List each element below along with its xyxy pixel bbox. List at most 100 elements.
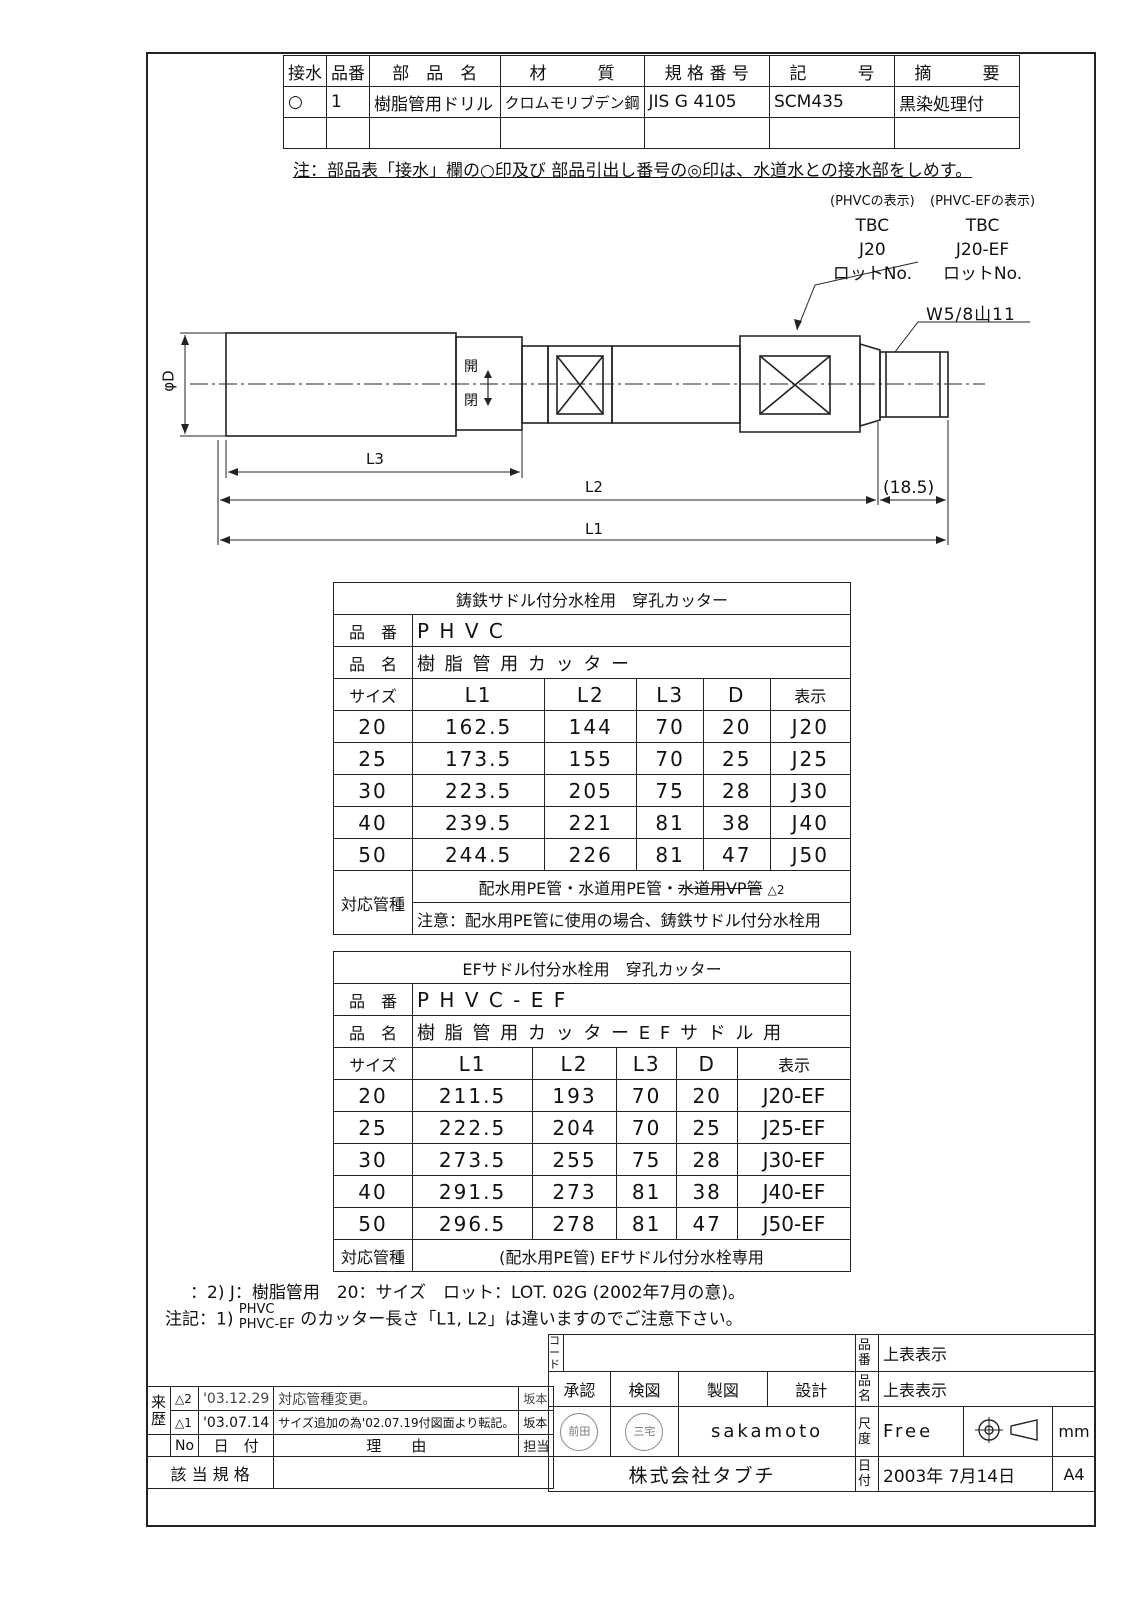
hinmei-label: 品名 xyxy=(855,1371,879,1407)
parts-cell: 1 xyxy=(326,86,370,118)
note-1-prefix: 注記：1) xyxy=(165,1309,234,1330)
table-cell: 40 xyxy=(333,1175,413,1208)
table-cell xyxy=(283,117,327,149)
date-value: 2003年 7月14日 xyxy=(878,1456,1053,1492)
table-cell: 30 xyxy=(333,774,413,807)
revision-no: △1 xyxy=(170,1410,200,1435)
table-cell: 28 xyxy=(702,774,771,807)
note-top: 注：部品表「接水」欄の○印及び 部品引出し番号の◎印は、水道水との接水部をしめす… xyxy=(293,161,973,181)
standard-label: 該 当 規 格 xyxy=(145,1456,275,1489)
table-cell xyxy=(273,1456,555,1489)
code-label: コード xyxy=(548,1334,564,1372)
table-cell: 20 xyxy=(702,710,771,743)
note-2: ：2) J：樹脂管用 20：サイズ ロット：LOT. 02G (2002年7月の… xyxy=(190,1283,745,1303)
table2-title: EFサドル付分水栓用 穿孔カッター xyxy=(333,951,851,984)
table1-pipe-line1: 配水用PE管・水道用PE管・水道用VP管 △2 xyxy=(412,870,851,903)
revision-reason: サイズ追加の為'02.07.19付図面より転記。 xyxy=(273,1410,520,1435)
table2-col: サイズ xyxy=(333,1047,413,1080)
table-cell: 70 xyxy=(636,710,704,743)
table1-col: サイズ xyxy=(333,678,413,711)
pipe-types-struck: 水道用VP管 xyxy=(677,878,763,898)
table-cell: 222.5 xyxy=(411,1111,534,1144)
parts-header-cell: 品番 xyxy=(326,55,370,87)
table-cell: 244.5 xyxy=(411,838,546,871)
table-cell: 155 xyxy=(544,742,638,775)
table-cell: 273.5 xyxy=(411,1143,534,1176)
table1-hinmei-label: 品 名 xyxy=(333,646,413,679)
marking-line: J20-EF xyxy=(955,240,1010,260)
dim-18-5: (18.5) xyxy=(883,478,935,498)
table-cell: 70 xyxy=(615,1111,678,1144)
revision-triangle-icon: △2 xyxy=(767,882,785,897)
table-cell: 221 xyxy=(544,806,638,839)
revision-label: 来歴 xyxy=(145,1386,172,1435)
table-cell: 40 xyxy=(333,806,413,839)
table-cell: 25 xyxy=(676,1111,738,1144)
table-cell: 70 xyxy=(636,742,704,775)
table1-col: L2 xyxy=(544,678,638,711)
note-1-model-b: PHVC-EF xyxy=(238,1317,295,1332)
marking-line: ロットNo. xyxy=(832,264,912,284)
table-cell: 255 xyxy=(532,1143,617,1176)
table-cell: 81 xyxy=(615,1175,678,1208)
table2-col: L2 xyxy=(532,1047,617,1080)
table-cell: 47 xyxy=(702,838,771,871)
table1-hinmei: 樹 脂 管 用 カ ッ タ ー xyxy=(412,646,851,679)
table2-col: L1 xyxy=(411,1047,534,1080)
company-name: 株式会社タブチ xyxy=(548,1456,856,1492)
table2-hinban: P H V C - E F xyxy=(412,983,851,1016)
thread-label: W5/8山11 xyxy=(926,305,1016,325)
table-cell: 278 xyxy=(532,1207,617,1240)
paper-size: A4 xyxy=(1052,1456,1096,1492)
table-cell: 50 xyxy=(333,1207,413,1240)
projection-icon xyxy=(963,1406,1053,1457)
revision-date: '03.07.14 xyxy=(198,1410,275,1435)
table-cell xyxy=(893,117,1021,149)
marking-phvc-title: (PHVCの表示) xyxy=(830,194,915,209)
hinban-label: 品番 xyxy=(855,1334,879,1372)
table-cell: 75 xyxy=(636,774,704,807)
table-cell: 173.5 xyxy=(411,742,546,775)
marking-line: J20 xyxy=(859,240,886,260)
header-date: 日 付 xyxy=(198,1434,275,1457)
stamp-maeda-icon: 前田 xyxy=(560,1412,599,1451)
table2-pipe-text: (配水用PE管) EFサドル付分水栓専用 xyxy=(412,1239,851,1272)
scale-label: 尺度 xyxy=(855,1406,879,1457)
date-label: 日付 xyxy=(855,1456,879,1492)
table1-col: D xyxy=(702,678,771,711)
drawing-frame xyxy=(146,52,1096,1527)
table-cell: 20 xyxy=(333,710,413,743)
revision-date: '03.12.29 xyxy=(198,1386,275,1411)
table-cell: 70 xyxy=(615,1079,678,1112)
parts-row: ○ 1 樹脂管用ドリル クロムモリブデン鋼 JIS G 4105 SCM435 … xyxy=(283,86,1021,118)
table-cell xyxy=(145,1434,172,1457)
table-cell: 193 xyxy=(532,1079,617,1112)
table1-hinban: P H V C xyxy=(412,614,851,647)
table-cell xyxy=(326,117,370,149)
table-cell: 204 xyxy=(532,1111,617,1144)
note-1-models: PHVC PHVC-EF xyxy=(239,1302,295,1332)
table1-col: L1 xyxy=(411,678,546,711)
title-block: コード 品番 上表表示 承認 検図 製図 設計 品名 上表表示 前田 三宅 sa… xyxy=(548,1334,1096,1492)
note-1-model-a: PHVC xyxy=(238,1302,275,1317)
table1-hinban-label: 品 番 xyxy=(333,614,413,647)
table-cell: 30 xyxy=(333,1143,413,1176)
inspect-label: 検図 xyxy=(609,1371,680,1407)
parts-cell: 樹脂管用ドリル xyxy=(369,86,501,118)
parts-cell: ○ xyxy=(283,86,327,118)
table-cell: 226 xyxy=(544,838,638,871)
parts-cell: SCM435 xyxy=(769,86,895,118)
parts-cell: 黒染処理付 xyxy=(893,86,1021,118)
parts-row-empty xyxy=(283,117,1021,149)
table-cell: 38 xyxy=(702,806,771,839)
draw-label: 製図 xyxy=(678,1371,768,1407)
table-cell: 239.5 xyxy=(411,806,546,839)
table-cell: 144 xyxy=(544,710,638,743)
header-no: No xyxy=(170,1434,200,1457)
dim-phi-d: φD xyxy=(159,370,178,392)
table-cell: 211.5 xyxy=(411,1079,534,1112)
